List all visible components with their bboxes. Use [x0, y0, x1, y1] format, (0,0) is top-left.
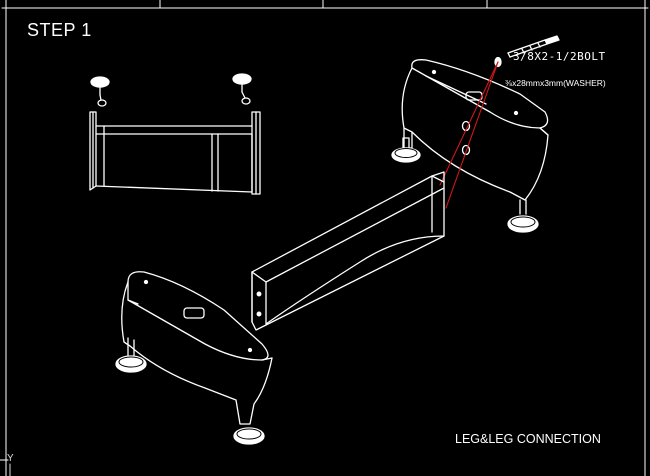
left-leg — [121, 271, 273, 425]
connecting-rail — [251, 171, 445, 331]
right-leg-dot-b — [513, 110, 519, 116]
assembled-frame-preview — [89, 73, 261, 195]
preview-rail — [95, 133, 253, 193]
step-title: STEP 1 — [27, 20, 92, 40]
rail-hole-lower — [256, 311, 262, 317]
right-leg-dot-a — [431, 69, 437, 75]
washer-label: ⅜x28mmx3mm(WASHER) — [505, 78, 606, 88]
left-leg-body — [121, 281, 273, 425]
right-leg-body — [401, 67, 549, 201]
bolt-label: 3/8X2-1/2BOLT — [513, 50, 606, 63]
assembly-guide-lines — [439, 61, 499, 209]
preview-glide-left — [90, 76, 110, 107]
left-leg-slot — [183, 307, 205, 319]
right-leg — [401, 59, 549, 215]
left-leg-dot-a — [143, 279, 149, 285]
left-leg-glide-back — [233, 427, 265, 445]
ucs-y-axis-label: Y — [7, 453, 14, 464]
rail-body — [251, 171, 445, 331]
rail-hole-upper — [256, 291, 262, 297]
right-leg-glide-back — [507, 215, 539, 233]
left-leg-dot-b — [247, 347, 253, 353]
bolt — [507, 35, 560, 58]
right-leg-glide-front — [391, 137, 421, 163]
left-leg-glide-front — [115, 355, 147, 373]
preview-glide-right — [232, 73, 252, 105]
drawing-caption: LEG&LEG CONNECTION — [455, 432, 601, 446]
left-leg-top — [127, 271, 269, 361]
right-leg-top — [411, 59, 549, 129]
right-leg-bolt-hole-lower — [461, 144, 471, 156]
